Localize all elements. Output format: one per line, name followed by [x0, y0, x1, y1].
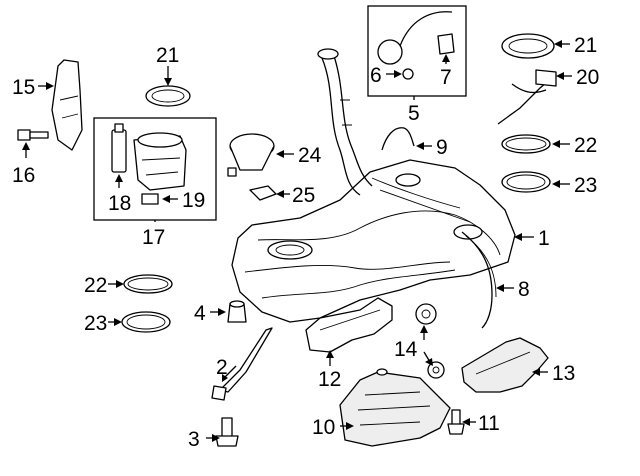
shield-15	[51, 59, 83, 151]
sender-19	[141, 193, 159, 205]
skid-plate-10	[339, 368, 451, 447]
callout-13: 13	[552, 362, 575, 385]
callout-4: 4	[194, 302, 206, 325]
callout-19: 19	[182, 189, 205, 212]
callout-21-right: 21	[574, 34, 597, 57]
seal-22-left	[123, 274, 173, 294]
callout-14: 14	[394, 338, 418, 361]
bumper-4	[227, 300, 247, 323]
callout-18: 18	[108, 192, 131, 215]
callout-10: 10	[312, 416, 335, 439]
lock-ring-21-right	[501, 33, 555, 59]
callout-22-right: 22	[574, 134, 597, 157]
leader-lines	[22, 40, 572, 442]
fuel-tank	[231, 159, 516, 323]
bolt-16	[17, 129, 49, 141]
pump-module	[133, 132, 187, 191]
seal-23-right	[501, 171, 551, 193]
callout-24: 24	[298, 144, 322, 167]
callout-12: 12	[318, 368, 341, 391]
callout-6: 6	[370, 64, 382, 87]
sensor-6	[377, 11, 453, 80]
callout-23-right: 23	[574, 174, 597, 197]
callout-16: 16	[12, 164, 35, 187]
lock-ring-21-left	[145, 85, 191, 107]
heat-shield-12	[305, 297, 393, 353]
tank-strap	[211, 327, 273, 401]
callout-2: 2	[216, 356, 228, 379]
callout-5: 5	[408, 102, 420, 125]
nut-14	[415, 303, 445, 379]
callout-20: 20	[576, 66, 599, 89]
part-25	[249, 185, 277, 201]
sender-20	[497, 69, 557, 125]
sensor-7	[437, 33, 455, 55]
callout-23-left: 23	[84, 312, 107, 335]
vent-line	[461, 231, 493, 329]
callout-9: 9	[436, 136, 448, 159]
fuel-pump-18	[111, 123, 127, 173]
bolt-11	[447, 409, 465, 435]
sensor-assembly-box	[367, 5, 467, 97]
callout-15: 15	[12, 76, 35, 99]
callout-7: 7	[440, 66, 452, 89]
callout-17: 17	[142, 226, 165, 249]
seal-23-left	[121, 311, 171, 333]
heat-shield-13	[461, 337, 549, 393]
callout-22-left: 22	[84, 274, 107, 297]
seal-22-right	[501, 134, 551, 154]
cover-24	[227, 133, 275, 177]
bolt-3	[215, 417, 239, 447]
callout-3: 3	[188, 428, 200, 451]
callout-25: 25	[292, 184, 315, 207]
callout-1: 1	[538, 227, 550, 250]
filler-neck	[317, 48, 373, 196]
line-9	[381, 127, 415, 151]
callout-8: 8	[518, 278, 530, 301]
callout-21-left: 21	[156, 44, 179, 67]
callout-11: 11	[478, 412, 500, 435]
